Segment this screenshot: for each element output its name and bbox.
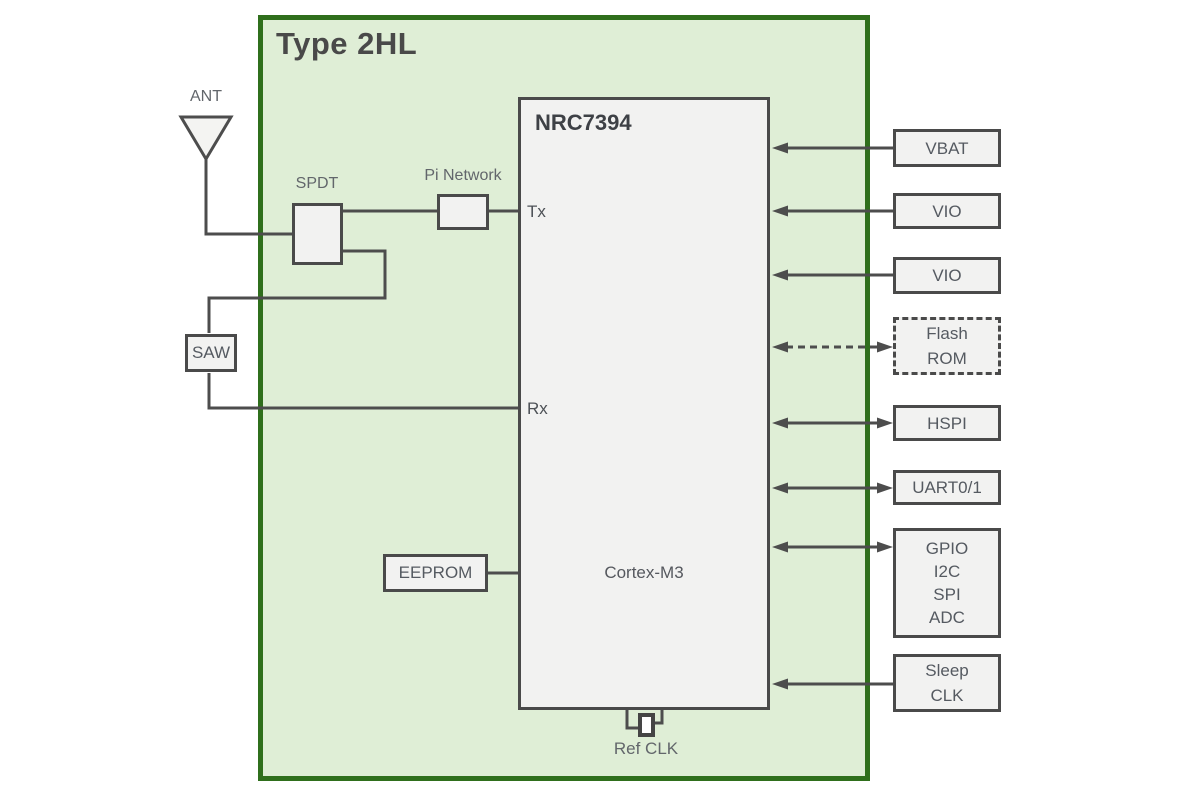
interface-box-gpio-bus: GPIO I2C SPI ADC (893, 528, 1001, 638)
interface-label: VIO (932, 266, 962, 285)
chip-name: NRC7394 (535, 110, 632, 135)
interface-box-vio-1: VIO (893, 193, 1001, 229)
interface-label: Flash (926, 324, 968, 343)
box-side-arrowheads (877, 341, 893, 553)
module-title: Type 2HL (276, 26, 418, 61)
interface-box-vio-2: VIO (893, 257, 1001, 294)
interface-label: UART0/1 (912, 478, 982, 497)
eeprom-label: EEPROM (398, 563, 473, 582)
saw-filter-box: SAW (185, 334, 237, 372)
interface-box-sleep-clk: Sleep CLK (893, 654, 1001, 712)
spdt-switch-box (292, 203, 343, 265)
interface-label: CLK (930, 686, 964, 705)
pi-network-label: Pi Network (424, 167, 502, 184)
chip-core-label: Cortex-M3 (604, 563, 684, 582)
interface-box-vbat: VBAT (893, 129, 1001, 167)
chip-pin-rx: Rx (527, 399, 548, 418)
antenna-icon (178, 115, 234, 162)
ref-clk-label: Ref CLK (613, 739, 679, 758)
interface-label: SPI (933, 585, 961, 604)
eeprom-box: EEPROM (383, 554, 488, 592)
interface-box-uart0-1: UART0/1 (893, 470, 1001, 505)
interface-label: ROM (927, 349, 967, 368)
interface-label: VBAT (925, 138, 969, 158)
interface-label: I2C (933, 562, 961, 581)
interface-label: Sleep (925, 661, 969, 680)
antenna-label: ANT (190, 88, 222, 105)
interface-label: ADC (929, 608, 965, 627)
interface-box-hspi: HSPI (893, 405, 1001, 441)
interface-label: VIO (932, 201, 962, 221)
saw-filter-label: SAW (191, 343, 231, 362)
interface-label: HSPI (927, 413, 967, 433)
chip-nrc7394: NRC7394 Tx Rx Cortex-M3 (518, 97, 770, 710)
interface-label: GPIO (925, 539, 969, 558)
spdt-label: SPDT (295, 175, 339, 192)
interface-box-flash-rom: Flash ROM (893, 317, 1001, 375)
pi-network-box (437, 194, 489, 230)
chip-pin-tx: Tx (527, 202, 546, 221)
